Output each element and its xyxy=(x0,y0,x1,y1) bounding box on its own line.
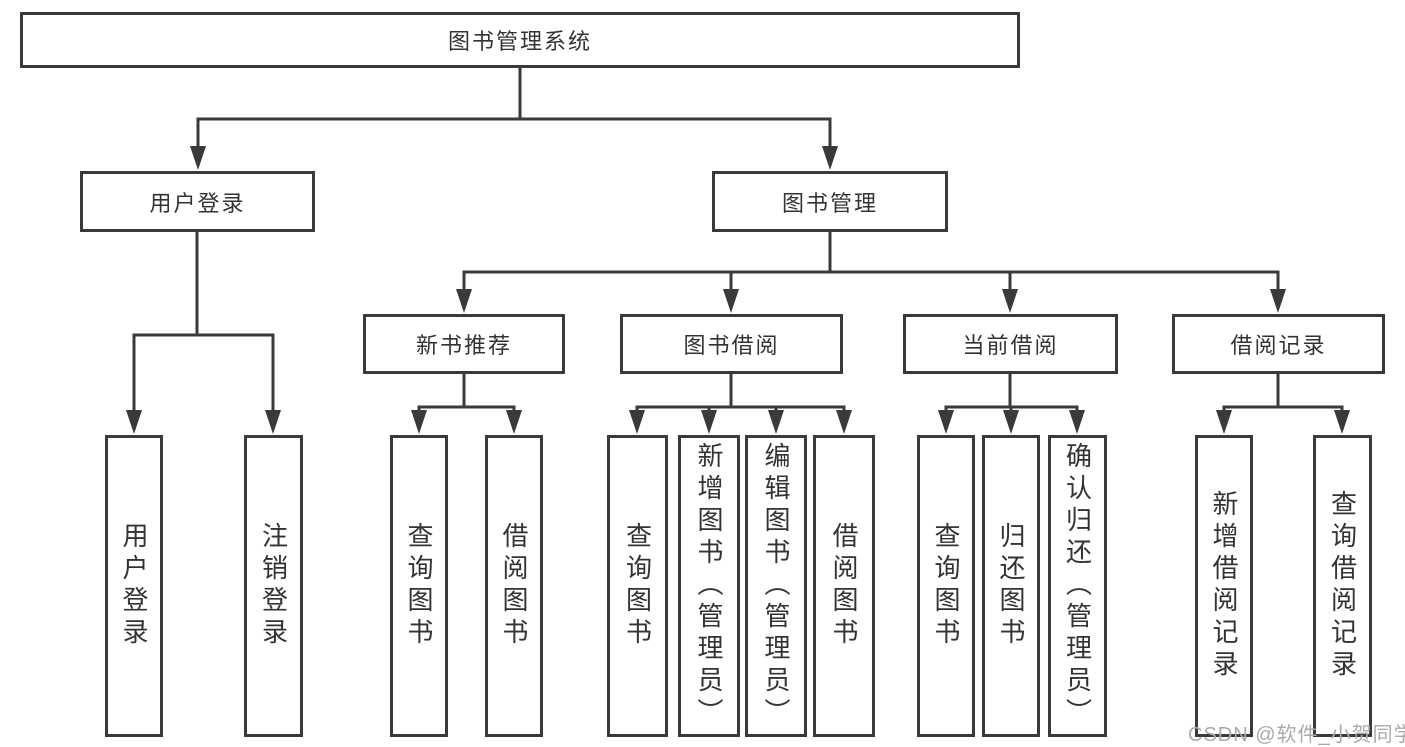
node-label: 借阅记录 xyxy=(1230,333,1327,358)
leaf-query-books-borrow: 查询图书 xyxy=(607,435,668,737)
node-label: 新书推荐 xyxy=(415,333,512,358)
leaf-label: 借阅图书 xyxy=(829,522,859,650)
leaf-borrow-books: 借阅图书 xyxy=(813,435,875,737)
node-label: 用户登录 xyxy=(149,190,246,216)
leaf-label: 归还图书 xyxy=(996,522,1026,650)
leaf-borrow-books-recommend: 借阅图书 xyxy=(485,435,543,737)
watermark: CSDN @软件_小贺同学 xyxy=(1188,724,1405,746)
node-new-book-recommend: 新书推荐 xyxy=(363,314,565,374)
leaf-label: 用户登录 xyxy=(119,522,149,650)
leaf-label: 查询图书 xyxy=(404,522,434,650)
leaf-label: 新增图书（管理员） xyxy=(694,442,724,730)
node-borrow-records: 借阅记录 xyxy=(1172,314,1385,374)
leaf-add-books-admin: 新增图书（管理员） xyxy=(678,435,740,737)
leaf-confirm-return-admin: 确认归还（管理员） xyxy=(1048,435,1107,737)
node-library-management-system: 图书管理系统 xyxy=(20,12,1020,68)
leaf-query-books-current: 查询图书 xyxy=(917,435,975,737)
leaf-add-borrow-record: 新增借阅记录 xyxy=(1195,435,1253,737)
node-book-management: 图书管理 xyxy=(712,171,948,232)
leaf-label: 查询借阅记录 xyxy=(1327,490,1358,682)
node-label: 图书管理 xyxy=(781,190,878,216)
leaf-label: 编辑图书（管理员） xyxy=(761,442,791,730)
node-book-borrow: 图书借阅 xyxy=(620,314,843,374)
node-label: 图书借阅 xyxy=(683,333,780,358)
leaf-user-login: 用户登录 xyxy=(105,435,163,737)
leaf-query-borrow-record: 查询借阅记录 xyxy=(1313,435,1372,737)
leaf-return-books: 归还图书 xyxy=(982,435,1040,737)
node-label: 图书管理系统 xyxy=(447,29,592,54)
leaf-label: 查询图书 xyxy=(931,522,961,650)
node-user-login: 用户登录 xyxy=(80,171,315,232)
leaf-label: 注销登录 xyxy=(258,522,289,650)
leaf-label: 确认归还（管理员） xyxy=(1062,442,1093,730)
leaf-label: 新增借阅记录 xyxy=(1209,490,1239,682)
leaf-edit-books-admin: 编辑图书（管理员） xyxy=(745,435,807,737)
leaf-query-books-recommend: 查询图书 xyxy=(390,435,448,737)
leaf-logout: 注销登录 xyxy=(244,435,303,737)
leaf-label: 查询图书 xyxy=(622,522,653,650)
leaf-label: 借阅图书 xyxy=(499,522,529,650)
node-label: 当前借阅 xyxy=(962,333,1059,358)
node-current-borrow: 当前借阅 xyxy=(903,314,1118,374)
